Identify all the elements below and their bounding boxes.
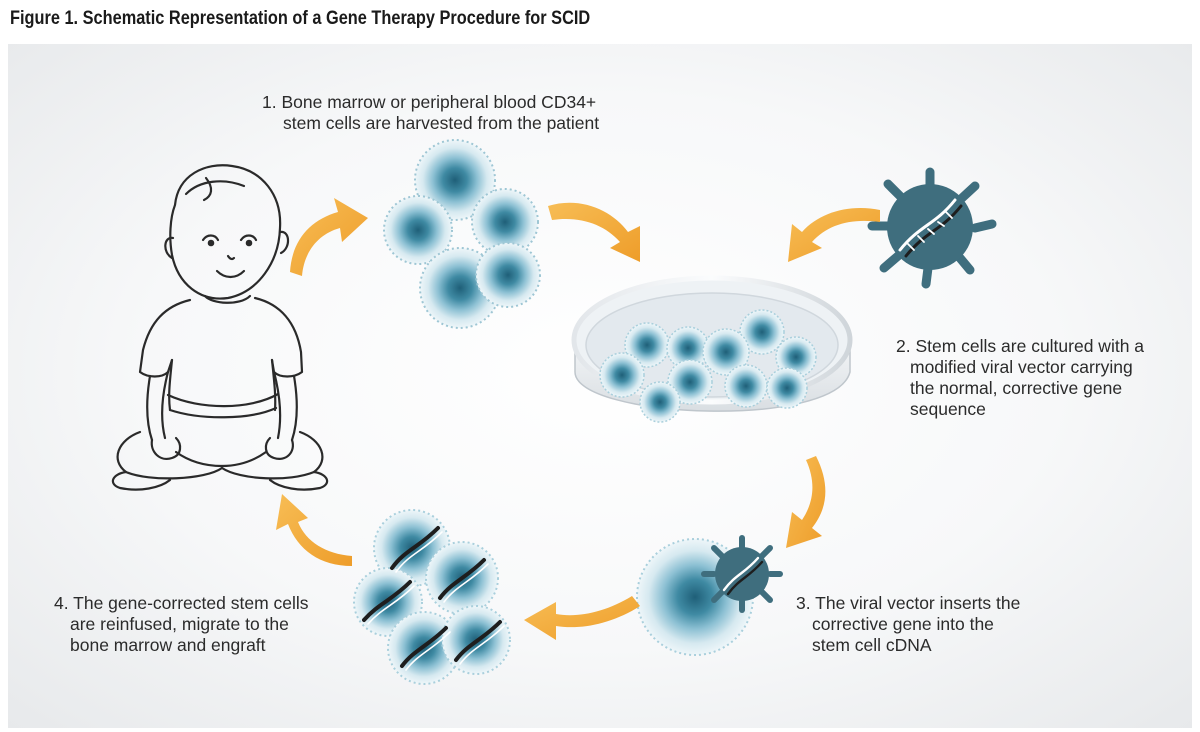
step-1-line: stem cells are harvested from the patien… — [283, 113, 600, 133]
curved-arrow-icon — [524, 596, 640, 640]
step-4-line: bone marrow and engraft — [70, 635, 266, 655]
step-4-line: are reinfused, migrate to the — [70, 614, 289, 634]
figure-title: Figure 1. Schematic Representation of a … — [10, 8, 591, 29]
step-2-line: modified viral vector carrying — [910, 357, 1133, 377]
stem-cell-icon — [414, 139, 496, 221]
dna-helix-icon — [722, 556, 764, 596]
step-3-line: corrective gene into the — [812, 614, 994, 634]
curved-arrow-icon — [786, 456, 826, 548]
curved-arrow-icon — [788, 208, 880, 262]
step-2-line: sequence — [910, 399, 986, 419]
step-3-line: stem cell cDNA — [812, 635, 932, 655]
child-patient-illustration — [111, 164, 329, 491]
petri-dish-icon — [571, 275, 853, 423]
step-2-line: 2. Stem cells are cultured with a — [896, 336, 1145, 356]
step-1-caption: 1. Bone marrow or peripheral blood CD34+… — [262, 92, 599, 134]
curved-arrow-icon — [548, 202, 640, 262]
step-1-line: 1. Bone marrow or peripheral blood CD34+ — [262, 92, 597, 112]
stem-cell-icon — [475, 242, 541, 308]
step-4-caption: 4. The gene-corrected stem cells are rei… — [54, 593, 309, 656]
curved-arrow-icon — [276, 494, 352, 566]
dna-helix-icon — [898, 198, 963, 258]
step-4-line: 4. The gene-corrected stem cells — [54, 593, 309, 613]
stem-cell-icon — [383, 195, 453, 265]
cultured-stem-cells — [599, 309, 817, 423]
step-2-line: the normal, corrective gene — [910, 378, 1123, 398]
step-2-caption: 2. Stem cells are cultured with a modifi… — [896, 336, 1144, 420]
harvested-stem-cells — [383, 139, 541, 329]
transduced-stem-cell — [636, 535, 783, 656]
step-3-caption: 3. The viral vector inserts the correcti… — [796, 593, 1020, 656]
viral-vector-icon — [867, 167, 997, 289]
curved-arrow-icon — [290, 198, 368, 276]
gene-corrected-stem-cells — [353, 509, 511, 685]
dna-helix-icon — [362, 526, 505, 671]
step-3-line: 3. The viral vector inserts the — [796, 593, 1021, 613]
viral-vector-icon — [701, 535, 783, 613]
